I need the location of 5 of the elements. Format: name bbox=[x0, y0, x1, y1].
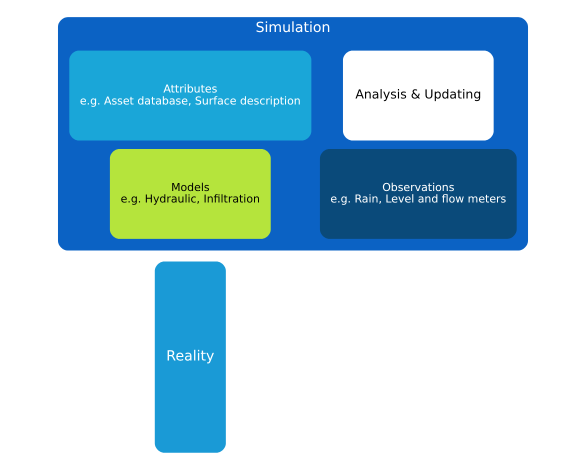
node-box: Analysis & Updating bbox=[342, 50, 494, 140]
node-box: Models e.g. Hydraulic, Infiltration bbox=[109, 149, 270, 239]
node-box: Reality bbox=[154, 261, 226, 453]
node-box: Observations e.g. Rain, Level and flow meters bbox=[319, 149, 516, 239]
node-box: Attributes e.g. Asset database, Surface description bbox=[68, 50, 311, 140]
